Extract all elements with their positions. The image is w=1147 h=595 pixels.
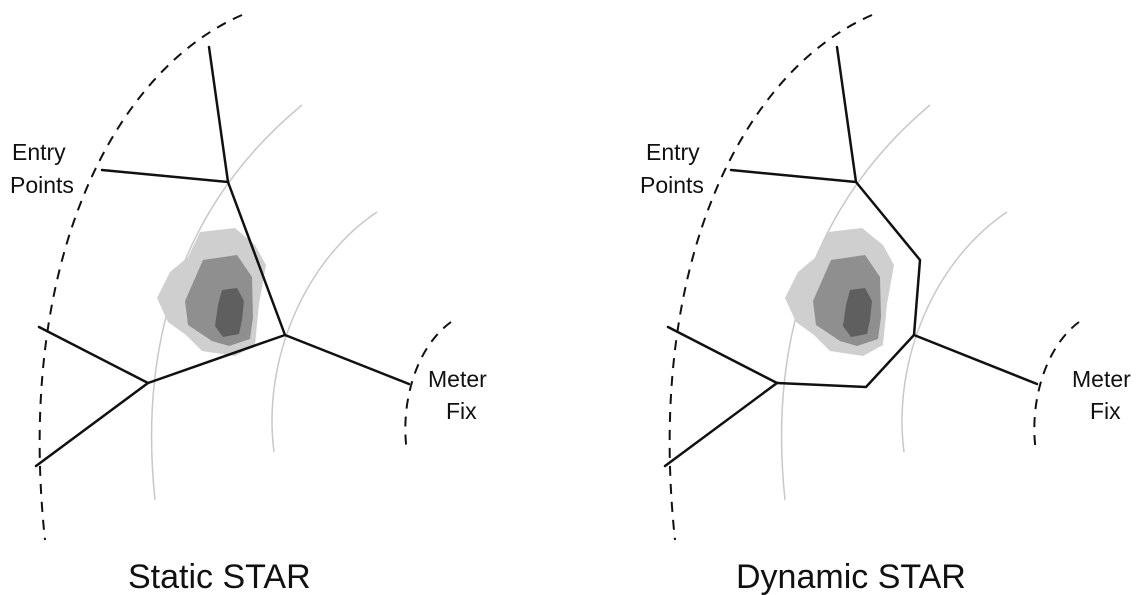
entry-points-label-line2: Points — [640, 172, 704, 198]
route-network — [34, 45, 411, 468]
meter-fix-arc — [404, 321, 452, 453]
dynamic-lower-route — [775, 333, 916, 389]
lower-upper-entry-route — [666, 325, 779, 385]
upper-entry-route — [207, 45, 230, 184]
meter-fix-arc — [1033, 321, 1080, 453]
meter-fix-label: Meter Fix — [428, 366, 487, 424]
static-star-caption: Static STAR — [128, 558, 311, 595]
route-network — [663, 45, 1039, 468]
outer-boundary-arc — [38, 14, 243, 541]
lower-entry-route — [34, 381, 150, 468]
outer-boundary-arc — [668, 14, 873, 541]
middle-guide-arc — [901, 211, 1008, 453]
entry-points-label-line1: Entry — [646, 139, 700, 165]
weather-inner-region — [215, 288, 244, 337]
weather-cell — [157, 228, 266, 356]
meter-fix-route — [912, 333, 1039, 386]
entry-points-label-line1: Entry — [12, 139, 66, 165]
lower-entry-route — [663, 381, 779, 468]
meter-fix-label-line2: Fix — [446, 398, 477, 424]
middle-guide-arc — [271, 211, 378, 453]
entry-points-label: Entry Points — [640, 139, 704, 198]
middle-merge-route — [146, 333, 287, 385]
dynamic-star-panel: Entry Points Meter Fix Dynamic STAR — [640, 14, 1131, 595]
meter-fix-label-line1: Meter — [428, 366, 487, 392]
dynamic-upper-route — [854, 180, 922, 337]
upper-left-entry-route — [100, 168, 230, 184]
upper-merge-route — [226, 180, 287, 337]
upper-entry-route — [835, 45, 858, 184]
static-star-panel: Entry Points Meter Fix Static STAR — [10, 14, 487, 595]
lower-upper-entry-route — [37, 325, 150, 385]
entry-points-label: Entry Points — [10, 139, 74, 198]
dynamic-star-caption: Dynamic STAR — [736, 558, 966, 595]
meter-fix-label-line2: Fix — [1090, 398, 1121, 424]
meter-fix-label-line1: Meter — [1072, 366, 1131, 392]
meter-fix-label: Meter Fix — [1072, 366, 1131, 424]
upper-left-entry-route — [729, 168, 858, 184]
weather-inner-region — [843, 288, 872, 337]
weather-cell — [785, 228, 894, 356]
meter-fix-route — [283, 333, 411, 386]
entry-points-label-line2: Points — [10, 172, 74, 198]
